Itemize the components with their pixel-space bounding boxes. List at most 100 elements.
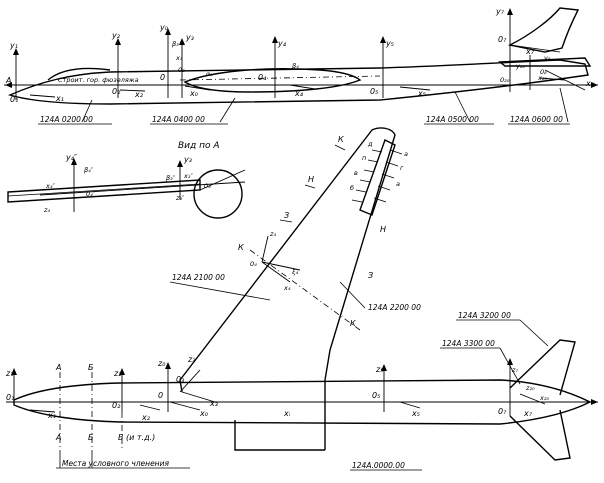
plan-xi: xᵢ [283, 409, 291, 418]
x2-arrow [119, 89, 146, 92]
wing-k-label-2: К [350, 319, 356, 328]
view-a-x3: x₃″ [183, 172, 193, 180]
h-tick-1 [304, 184, 316, 189]
plan-o2: 0₂ [112, 401, 121, 410]
wing-k-label-3: К [238, 243, 244, 252]
view-a-x3-axis [199, 169, 246, 191]
label-alpha: α₀ [206, 70, 213, 78]
part-3200: 124А 3200 00 [458, 311, 511, 320]
label-xb: xᵦ [585, 79, 595, 88]
part-0000: 124А.0000.00 [352, 461, 405, 470]
wing-z-label-2: З [368, 271, 373, 280]
plan-z5: z₅ [375, 365, 383, 374]
label-A: A [5, 76, 11, 85]
label-yb: yᵦ [543, 54, 551, 62]
plan-z20: z₂₀ [525, 384, 535, 392]
plan-o3: 0₃ [176, 375, 184, 384]
wing-y4-axis [261, 261, 301, 271]
wing-k-label: К [338, 135, 344, 144]
slat-mark-4: б [350, 184, 354, 192]
plan-x20-arrow [519, 393, 546, 405]
view-a-beta3: β₃″ [166, 174, 176, 182]
side-nacelle [183, 68, 362, 93]
part-2100: 124А 2100 00 [172, 273, 225, 282]
x1-arrow [29, 94, 56, 98]
label-x3: x₃ [175, 54, 183, 62]
plan-tail-lower [509, 409, 571, 461]
view-a-o3: 0₃″ [204, 182, 214, 190]
label-y4: y₄ [277, 39, 287, 48]
label-x0: x₀ [189, 89, 199, 98]
leader-3300 [499, 347, 521, 385]
wing-outline [179, 127, 396, 381]
part-0400: 124А 0400 00 [152, 115, 205, 124]
plan-x0-arrow [169, 401, 201, 411]
wing-y4: ξ₄ [291, 268, 299, 276]
plan-x3-arrow [181, 391, 216, 403]
plan-tail-upper [509, 339, 576, 396]
wing-z4-axis [261, 235, 269, 263]
cut-A-label-top: А [55, 363, 61, 372]
view-a-z3: z₃″ [175, 194, 185, 202]
label-y3: y₃ [185, 33, 194, 42]
view-a-z4: z₄ [43, 206, 50, 214]
slat-mark-7: а [396, 180, 400, 188]
k-tick-1 [334, 144, 346, 151]
leader-3200 [519, 319, 549, 347]
plan-z1: z₁ [5, 369, 13, 378]
x5-arrow [399, 86, 431, 91]
view-a-y4: y₄″ [65, 153, 77, 162]
part-2200: 124А 2200 00 [368, 303, 421, 312]
plan-x5: x₅ [411, 409, 420, 418]
xb-arrow [544, 69, 586, 91]
plan-x0: x₀ [199, 409, 209, 418]
view-a-fuselage-circle [193, 169, 243, 219]
label-o: 0 [160, 73, 165, 82]
wing-z-label: З [284, 211, 289, 220]
plan-o7: 0₇ [498, 407, 507, 416]
wing-slat-ticks [351, 149, 403, 203]
plan-x1-arrow [29, 409, 56, 413]
side-centerline [179, 75, 381, 81]
plan-x1: x₁ [47, 411, 56, 420]
plan-view: z₁ 0₁ x₁ z₂ 0₂ x₂ z₀ 0 x₀ z₃ 0₃ x₃ xᵢ z₅… [5, 311, 598, 471]
leader-0200 [81, 99, 93, 123]
wing-chord-line [249, 249, 361, 331]
plan-x2-arrow [139, 404, 161, 411]
plan-z3: z₃ [187, 355, 195, 364]
leader-2100 [169, 281, 271, 301]
wing-planform: д п в б а г а К Н З Н З К К 0₄ x₄ z₄ ξ₄ … [169, 127, 421, 381]
label-y2: y₂ [111, 31, 121, 40]
wing-z4: z₄ [269, 230, 276, 238]
cut-A-label-bottom: А [55, 433, 61, 442]
label-y0: y₀ [159, 23, 169, 32]
label-x7: x₇ [525, 47, 535, 56]
annotation-construct: Строит. гор. фюзеляжа [58, 76, 139, 84]
label-beta3: β₃ [172, 40, 179, 48]
label-y7: y₇ [495, 7, 505, 16]
part-0500: 124А 0500 00 [426, 115, 479, 124]
plan-x20: x₂₀ [539, 394, 549, 402]
plan-x5-arrow [399, 401, 421, 409]
view-a-o4: 0₄″ [86, 190, 96, 198]
plan-z2: z₂ [113, 369, 122, 378]
slat-mark-5: а [404, 150, 408, 158]
plan-z0: z₀ [157, 359, 166, 368]
plan-x3: x₃ [209, 399, 218, 408]
plan-footnote: Места условного членения [62, 459, 169, 468]
label-o3: 0₃ [178, 66, 185, 74]
side-canopy [47, 67, 111, 81]
cut-B-label-bottom: Б [88, 433, 94, 442]
view-a-y3: y₃ [183, 155, 192, 164]
label-y5: y₅ [385, 39, 394, 48]
wing-h-label: Н [308, 175, 314, 184]
leader-0600 [559, 87, 569, 123]
x0-arrow [184, 85, 211, 91]
plan-x7: x₇ [523, 409, 533, 418]
label-o5: 0₅ [370, 87, 378, 96]
plan-z3-arrow [179, 369, 201, 393]
part-0200: 124А 0200 00 [40, 115, 93, 124]
label-o7: 0₇ [498, 35, 507, 44]
leader-0500 [454, 91, 471, 123]
